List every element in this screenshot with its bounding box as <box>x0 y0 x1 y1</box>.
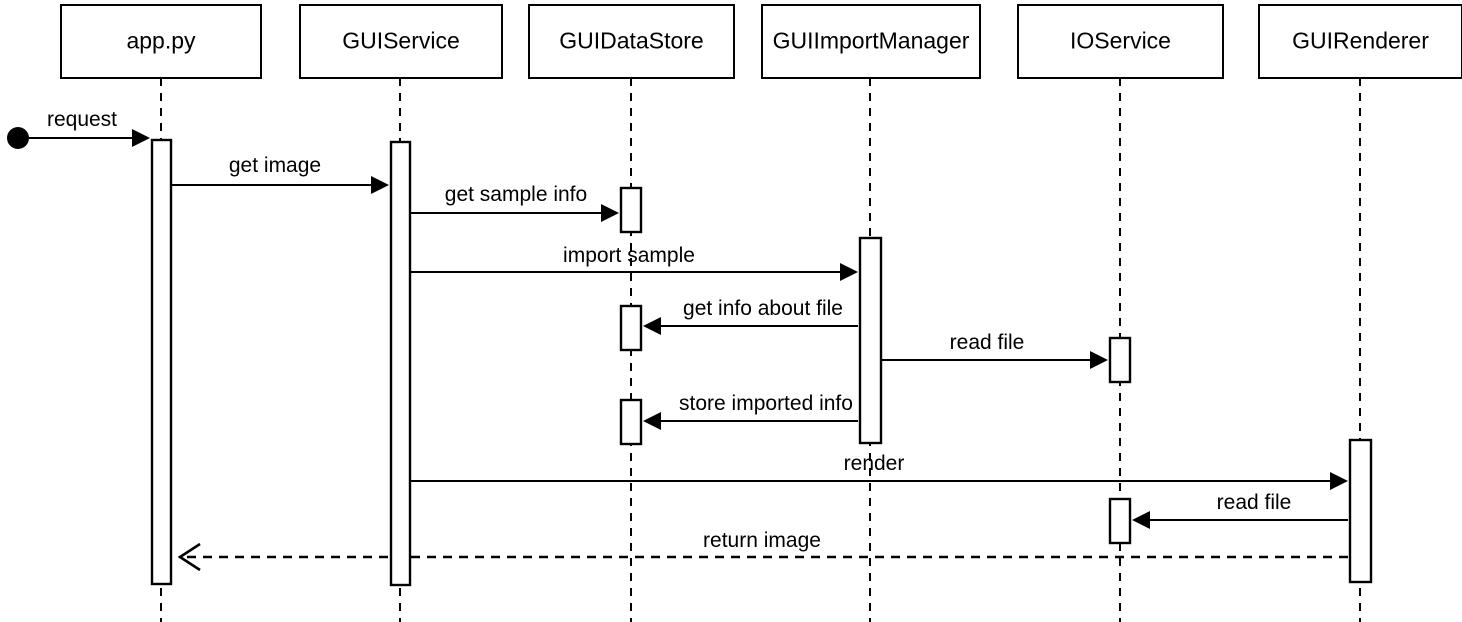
message-label-msg-import-sample: import sample <box>563 244 695 267</box>
arrowhead-filled-msg-get-info-about-file <box>643 317 661 335</box>
participant-box-guiimportmanager[interactable] <box>761 4 981 79</box>
participant-guidatastore[interactable]: GUIDataStore <box>528 4 735 79</box>
arrowhead-filled-msg-request <box>132 129 150 147</box>
arrowhead-filled-msg-import-sample <box>840 263 858 281</box>
arrowhead-filled-msg-read-file-2 <box>1132 511 1150 529</box>
message-msg-render[interactable]: render <box>410 452 1348 490</box>
activations-layer <box>150 138 1373 587</box>
message-label-msg-get-info-about-file: get info about file <box>683 297 843 320</box>
message-label-msg-render: render <box>844 452 905 475</box>
arrowhead-open-msg-return-image <box>177 542 201 572</box>
activation-bar-act-ioservice-2[interactable] <box>1108 497 1132 545</box>
participant-label-guiimportmanager: GUIImportManager <box>773 28 970 54</box>
participant-label-guidatastore: GUIDataStore <box>559 28 703 54</box>
activation-bar-act-app[interactable] <box>150 138 173 586</box>
participant-box-guidatastore[interactable] <box>528 4 735 79</box>
participant-box-ioservice[interactable] <box>1017 4 1224 79</box>
start-point-dot <box>7 127 29 149</box>
message-msg-get-image[interactable]: get image <box>171 154 389 194</box>
participant-app[interactable]: app.py <box>60 4 262 79</box>
message-label-msg-get-image: get image <box>229 154 321 177</box>
participant-ioservice[interactable]: IOService <box>1017 4 1224 79</box>
message-msg-store-imported-info[interactable]: store imported info <box>643 392 858 430</box>
arrowhead-filled-msg-render <box>1330 472 1348 490</box>
arrowhead-filled-msg-get-image <box>371 176 389 194</box>
message-msg-return-image[interactable]: return image <box>177 529 1348 572</box>
messages-layer: request get image get sample info import sa… <box>29 108 1348 572</box>
activation-bar-act-guiimportmanager[interactable] <box>858 236 883 445</box>
participant-label-guirenderer: GUIRenderer <box>1292 28 1429 54</box>
message-msg-import-sample[interactable]: import sample <box>410 244 858 281</box>
message-msg-read-file-1[interactable]: read file <box>881 331 1108 369</box>
activation-bar-act-guirenderer[interactable] <box>1348 438 1373 584</box>
message-label-msg-return-image: return image <box>703 529 821 552</box>
participant-box-guiservice[interactable] <box>299 4 503 79</box>
activation-bar-act-guidatastore-1[interactable] <box>619 186 643 234</box>
message-msg-request[interactable]: request <box>29 108 150 147</box>
activation-bar-act-guidatastore-2[interactable] <box>619 304 643 352</box>
participant-guirenderer[interactable]: GUIRenderer <box>1258 4 1462 79</box>
participant-box-app[interactable] <box>60 4 262 79</box>
participant-guiservice[interactable]: GUIService <box>299 4 503 79</box>
participant-label-app: app.py <box>126 28 196 54</box>
arrowhead-filled-msg-read-file-1 <box>1090 351 1108 369</box>
message-label-msg-request: request <box>47 108 117 131</box>
arrowhead-filled-msg-get-sample-info <box>601 204 619 222</box>
participant-box-guirenderer[interactable] <box>1258 4 1462 79</box>
start-point-layer <box>7 127 29 149</box>
message-msg-get-sample-info[interactable]: get sample info <box>410 183 619 222</box>
activation-bar-act-guidatastore-3[interactable] <box>619 398 643 446</box>
arrowhead-filled-msg-store-imported-info <box>643 412 661 430</box>
participant-label-ioservice: IOService <box>1070 28 1171 54</box>
participants-layer: app.py GUIService GUIDataStore GUIImportMan… <box>60 4 1462 79</box>
activation-bar-act-ioservice-1[interactable] <box>1108 336 1132 384</box>
message-label-msg-read-file-1: read file <box>950 331 1025 354</box>
participant-label-guiservice: GUIService <box>342 28 460 54</box>
participant-guiimportmanager[interactable]: GUIImportManager <box>761 4 981 79</box>
message-label-msg-get-sample-info: get sample info <box>445 183 587 206</box>
message-label-msg-store-imported-info: store imported info <box>679 392 853 415</box>
message-msg-get-info-about-file[interactable]: get info about file <box>643 297 858 335</box>
activation-bar-act-guiservice[interactable] <box>389 140 412 587</box>
message-label-msg-read-file-2: read file <box>1217 491 1292 514</box>
message-msg-read-file-2[interactable]: read file <box>1132 491 1348 529</box>
